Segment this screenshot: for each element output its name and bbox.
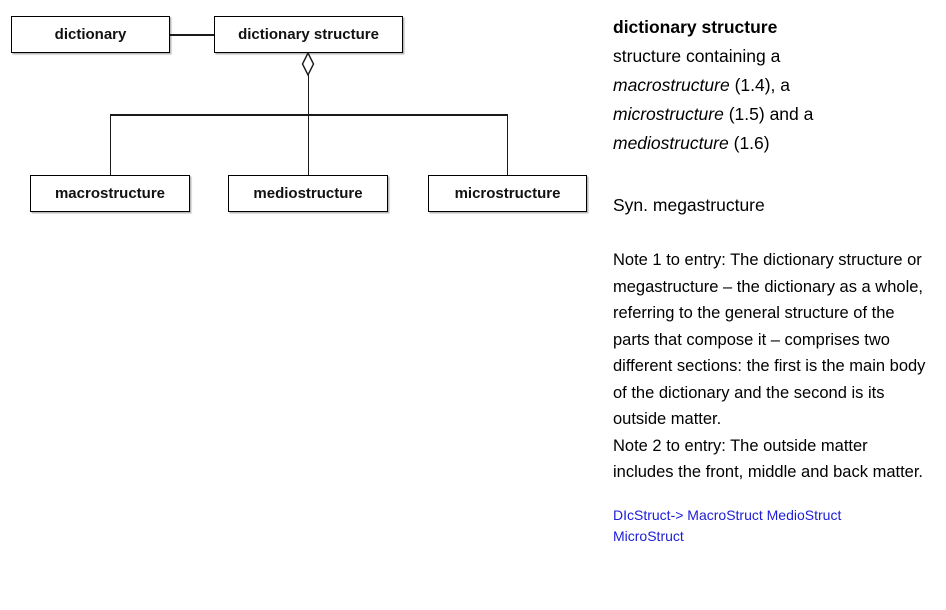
node-dictionary-structure: dictionary structure bbox=[214, 16, 403, 53]
node-microstructure: microstructure bbox=[428, 175, 587, 212]
struct-code-line: DIcStruct-> MacroStruct MedioStruct Micr… bbox=[613, 506, 842, 544]
definition-line-4: mediostructure (1.6) bbox=[613, 129, 946, 158]
italic-term-mediostructure: mediostructure bbox=[613, 133, 729, 153]
node-macrostructure: macrostructure bbox=[30, 175, 190, 212]
definition-line-2: macrostructure (1.4), a bbox=[613, 71, 946, 100]
node-mediostructure-label: mediostructure bbox=[253, 185, 363, 202]
node-dictionary: dictionary bbox=[11, 16, 170, 53]
edge-dictionary-to-structure bbox=[170, 34, 214, 36]
node-microstructure-label: microstructure bbox=[454, 185, 561, 202]
node-dictionary-label: dictionary bbox=[54, 26, 127, 43]
definition-line-4-rest: (1.6) bbox=[728, 133, 770, 153]
edge-horizontal-bus bbox=[110, 114, 508, 116]
edge-bus-to-macrostructure bbox=[109, 114, 111, 175]
definition-panel: dictionary structure structure containin… bbox=[613, 13, 946, 547]
definition-line-2-rest: (1.4), a bbox=[729, 75, 791, 95]
aggregation-diamond-icon bbox=[301, 52, 315, 76]
node-mediostructure: mediostructure bbox=[228, 175, 388, 212]
synonym-line: Syn. megastructure bbox=[613, 195, 765, 215]
node-dictionary-structure-label: dictionary structure bbox=[238, 26, 379, 43]
edge-bus-to-microstructure bbox=[506, 114, 508, 175]
italic-term-microstructure: microstructure bbox=[613, 104, 724, 124]
note-1: Note 1 to entry: The dictionary structur… bbox=[613, 251, 926, 428]
node-macrostructure-label: macrostructure bbox=[54, 185, 166, 202]
edge-structure-to-mediostructure bbox=[307, 75, 309, 175]
definition-line-3-rest: (1.5) and a bbox=[723, 104, 814, 124]
note-2: Note 2 to entry: The outside matter incl… bbox=[613, 436, 924, 482]
term-title: dictionary structure bbox=[613, 17, 778, 37]
italic-term-macrostructure: macrostructure bbox=[613, 75, 730, 95]
definition-line-3: microstructure (1.5) and a bbox=[613, 100, 946, 129]
definition-line-1: structure containing a bbox=[613, 46, 781, 66]
notes-block: Note 1 to entry: The dictionary structur… bbox=[613, 247, 927, 486]
